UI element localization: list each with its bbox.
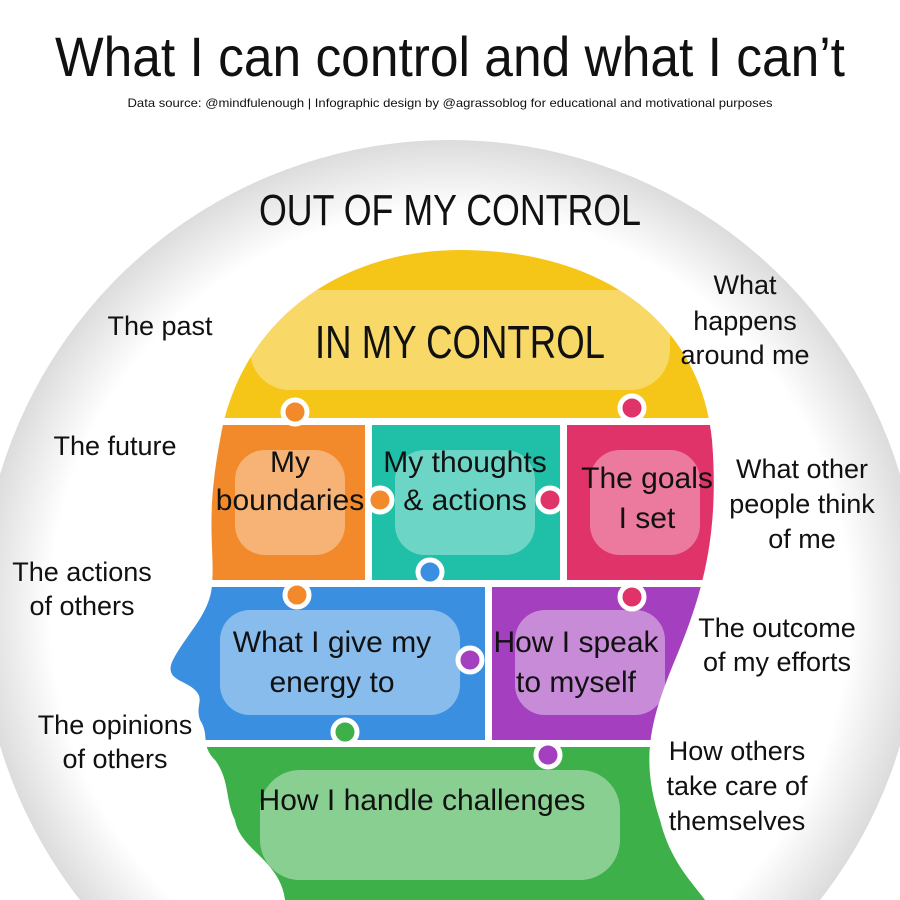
puzzle-knobs [280, 393, 647, 770]
piece-goals [567, 425, 714, 580]
outer-item-opinions-2: of others [62, 744, 167, 774]
in-control-heading: IN MY CONTROL [315, 316, 605, 368]
outer-item-care-3: themselves [669, 806, 806, 836]
piece-boundaries-label-1: My [270, 446, 310, 479]
piece-thoughts-label-2: & actions [403, 484, 526, 517]
piece-challenges-label: How I handle challenges [259, 784, 586, 817]
outer-item-think-3: of me [768, 524, 836, 554]
piece-speak-label-1: How I speak [493, 626, 659, 659]
piece-goals-label-2: I set [619, 502, 676, 535]
outer-item-care-2: take care of [666, 771, 808, 801]
piece-boundaries-label-2: boundaries [216, 484, 364, 517]
piece-energy-label-1: What I give my [233, 626, 431, 659]
outer-items: The past The future The actions of other… [12, 270, 875, 836]
piece-speak-label-2: to myself [516, 666, 637, 699]
piece-energy [170, 587, 485, 740]
outer-item-think-2: people think [729, 489, 875, 519]
outer-item-happens-1: What [713, 270, 777, 300]
outer-item-outcome-1: The outcome [698, 613, 856, 643]
out-of-control-heading: OUT OF MY CONTROL [259, 186, 641, 235]
page-title: What I can control and what I can’t [55, 25, 845, 88]
outer-item-outcome-2: of my efforts [703, 647, 851, 677]
piece-thoughts [372, 425, 560, 580]
outer-item-opinions-1: The opinions [38, 710, 193, 740]
piece-thoughts-label-1: My thoughts [383, 446, 546, 479]
outer-item-actions-others-2: of others [29, 591, 134, 621]
outer-item-actions-others-1: The actions [12, 557, 152, 587]
piece-energy-label-2: energy to [269, 666, 394, 699]
outer-item-care-1: How others [669, 736, 806, 766]
outer-item-past: The past [107, 311, 213, 341]
outer-item-happens-3: around me [680, 340, 809, 370]
piece-goals-label-1: The goals [581, 462, 713, 495]
outer-item-happens-2: happens [693, 306, 797, 336]
outer-item-future: The future [53, 431, 176, 461]
outer-item-think-1: What other [736, 454, 868, 484]
inner-items: My boundaries My thoughts & actions The … [216, 446, 713, 817]
subtitle: Data source: @mindfulenough | Infographi… [128, 96, 773, 110]
